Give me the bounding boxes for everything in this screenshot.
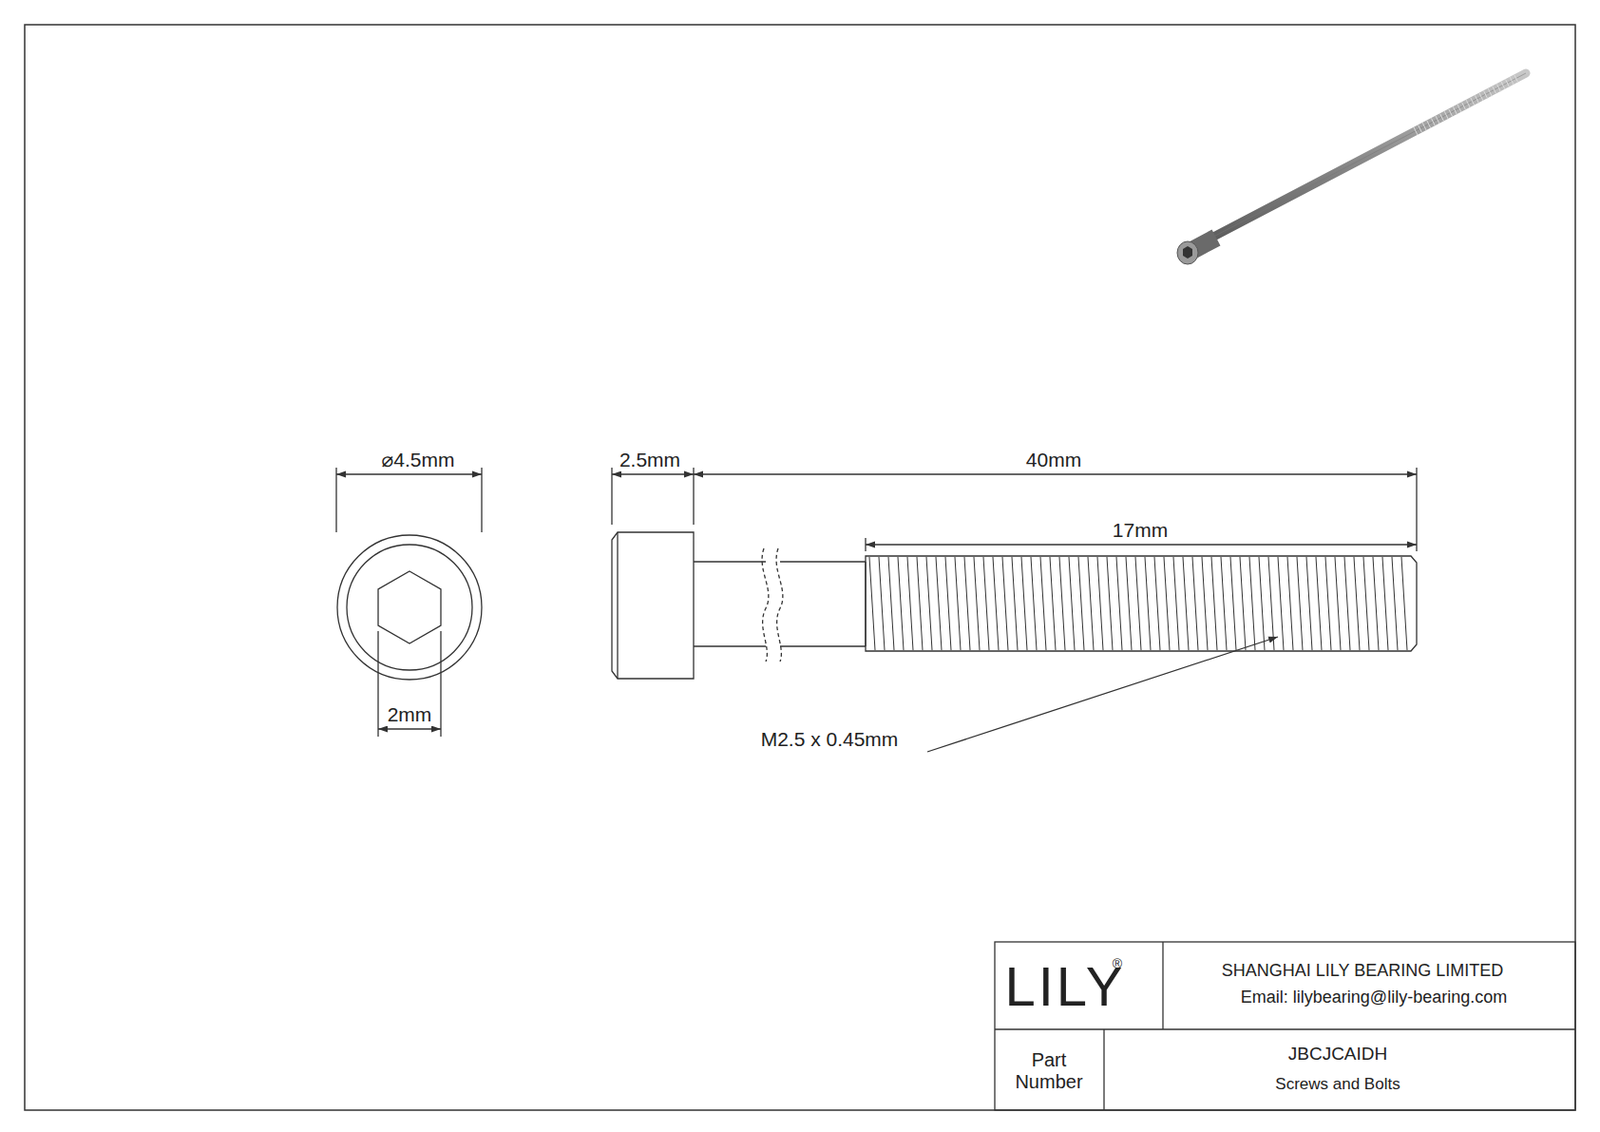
thread-stroke [1470, 97, 1475, 106]
thread-stroke [1430, 117, 1435, 126]
thread-stroke [1501, 81, 1505, 90]
thread-stroke [1401, 556, 1408, 650]
thread-stroke [907, 556, 914, 650]
thread-stroke [1249, 556, 1256, 650]
company-email: Email: lilybearing@lily-bearing.com [1240, 987, 1507, 1008]
thread-stroke [1201, 556, 1208, 650]
thread-stroke [878, 556, 885, 650]
thread-stroke [1418, 125, 1423, 134]
company-name: SHANGHAI LILY BEARING LIMITED [1221, 960, 1504, 981]
thread-stroke [1116, 556, 1123, 650]
thread-stroke [1496, 83, 1501, 92]
thread-stroke [1435, 115, 1440, 124]
thread-stroke [983, 556, 990, 650]
thread-stroke [1492, 86, 1497, 95]
thread-stroke [1097, 556, 1104, 650]
thread-stroke [916, 556, 923, 650]
thread-stroke [1211, 556, 1218, 650]
thread-stroke [1509, 76, 1514, 85]
thread-stroke [1391, 556, 1398, 650]
thread-stroke [897, 556, 904, 650]
thread-stroke [1182, 556, 1189, 650]
thread-stroke [1220, 556, 1227, 650]
dimension-label: ⌀4.5mm [380, 448, 458, 472]
thread-stroke [1239, 556, 1246, 650]
dimension-label: 40mm [1024, 448, 1084, 472]
thread-stroke [964, 556, 971, 650]
thread-stroke [1287, 556, 1294, 650]
thread-stroke [1011, 556, 1018, 650]
thread-stroke [1173, 556, 1180, 650]
thread-stroke [973, 556, 980, 650]
thread-stroke [1440, 114, 1445, 122]
thread-stroke [1002, 556, 1009, 650]
thread-stroke [935, 556, 942, 650]
side-view [611, 467, 1417, 752]
thread-stroke [869, 556, 876, 650]
end-view [336, 467, 482, 737]
thread-stroke [1277, 556, 1284, 650]
iso-view [1177, 73, 1526, 265]
thread-stroke [954, 556, 961, 650]
thread-stroke [1315, 556, 1322, 650]
thread-stroke [1135, 556, 1142, 650]
thread-callout: M2.5 x 0.45mm [759, 727, 901, 751]
sheet-border [24, 24, 1576, 1110]
thread-stroke [1296, 556, 1303, 650]
dimension-label: 2.5mm [617, 448, 683, 472]
thread-stroke [1087, 556, 1094, 650]
logo-text: LILY [1004, 954, 1125, 1019]
dimension-label: 2mm [385, 703, 435, 726]
thread-stroke [1144, 556, 1151, 650]
thread-stroke [1049, 556, 1056, 650]
thread-stroke [1068, 556, 1075, 650]
thread-stroke [992, 556, 999, 650]
title-block [994, 941, 1576, 1110]
thread-stroke [888, 556, 895, 650]
logo-mark: ® [1112, 955, 1123, 972]
thread-stroke [1457, 104, 1462, 113]
thread-stroke [1125, 556, 1132, 650]
thread-stroke [1344, 556, 1351, 650]
table-cell: Part Number [1010, 1048, 1087, 1093]
thread-stroke [1325, 556, 1332, 650]
thread-stroke [1258, 556, 1265, 650]
part-number: JBCJCAIDH [1288, 1043, 1389, 1065]
thread-stroke [945, 556, 952, 650]
thread-stroke [1448, 109, 1453, 117]
thread-stroke [1372, 556, 1379, 650]
thread-stroke [1192, 556, 1199, 650]
thread-stroke [1452, 106, 1457, 115]
thread-stroke [1059, 556, 1066, 650]
thread-stroke [1334, 556, 1341, 650]
part-type: Screws and Bolts [1275, 1074, 1400, 1094]
thread-stroke [1021, 556, 1028, 650]
thread-stroke [1422, 122, 1427, 131]
thread-stroke [1427, 120, 1431, 129]
thread-stroke [1382, 556, 1389, 650]
thread-stroke [1514, 75, 1519, 83]
thread-stroke [1106, 556, 1113, 650]
thread-stroke [1363, 556, 1370, 650]
thread-stroke [1487, 88, 1492, 96]
thread-stroke [1444, 111, 1448, 119]
thread-stroke [1078, 556, 1085, 650]
thread-stroke [1505, 79, 1510, 88]
thread-stroke [1306, 556, 1313, 650]
thread-stroke [1040, 556, 1047, 650]
thread-stroke [1484, 91, 1488, 99]
thread-stroke [1462, 102, 1467, 111]
thread-stroke [1353, 556, 1360, 650]
thread-stroke [1268, 556, 1275, 650]
thread-stroke [1466, 99, 1470, 108]
dimension-label: 17mm [1110, 518, 1170, 542]
thread-stroke [1413, 127, 1418, 135]
thread-stroke [1163, 556, 1170, 650]
thread-stroke [1230, 556, 1237, 650]
thread-stroke [1479, 93, 1484, 101]
thread-stroke [926, 556, 933, 650]
thread-stroke [1474, 95, 1479, 103]
thread-stroke [1154, 556, 1161, 650]
thread-stroke [1030, 556, 1037, 650]
